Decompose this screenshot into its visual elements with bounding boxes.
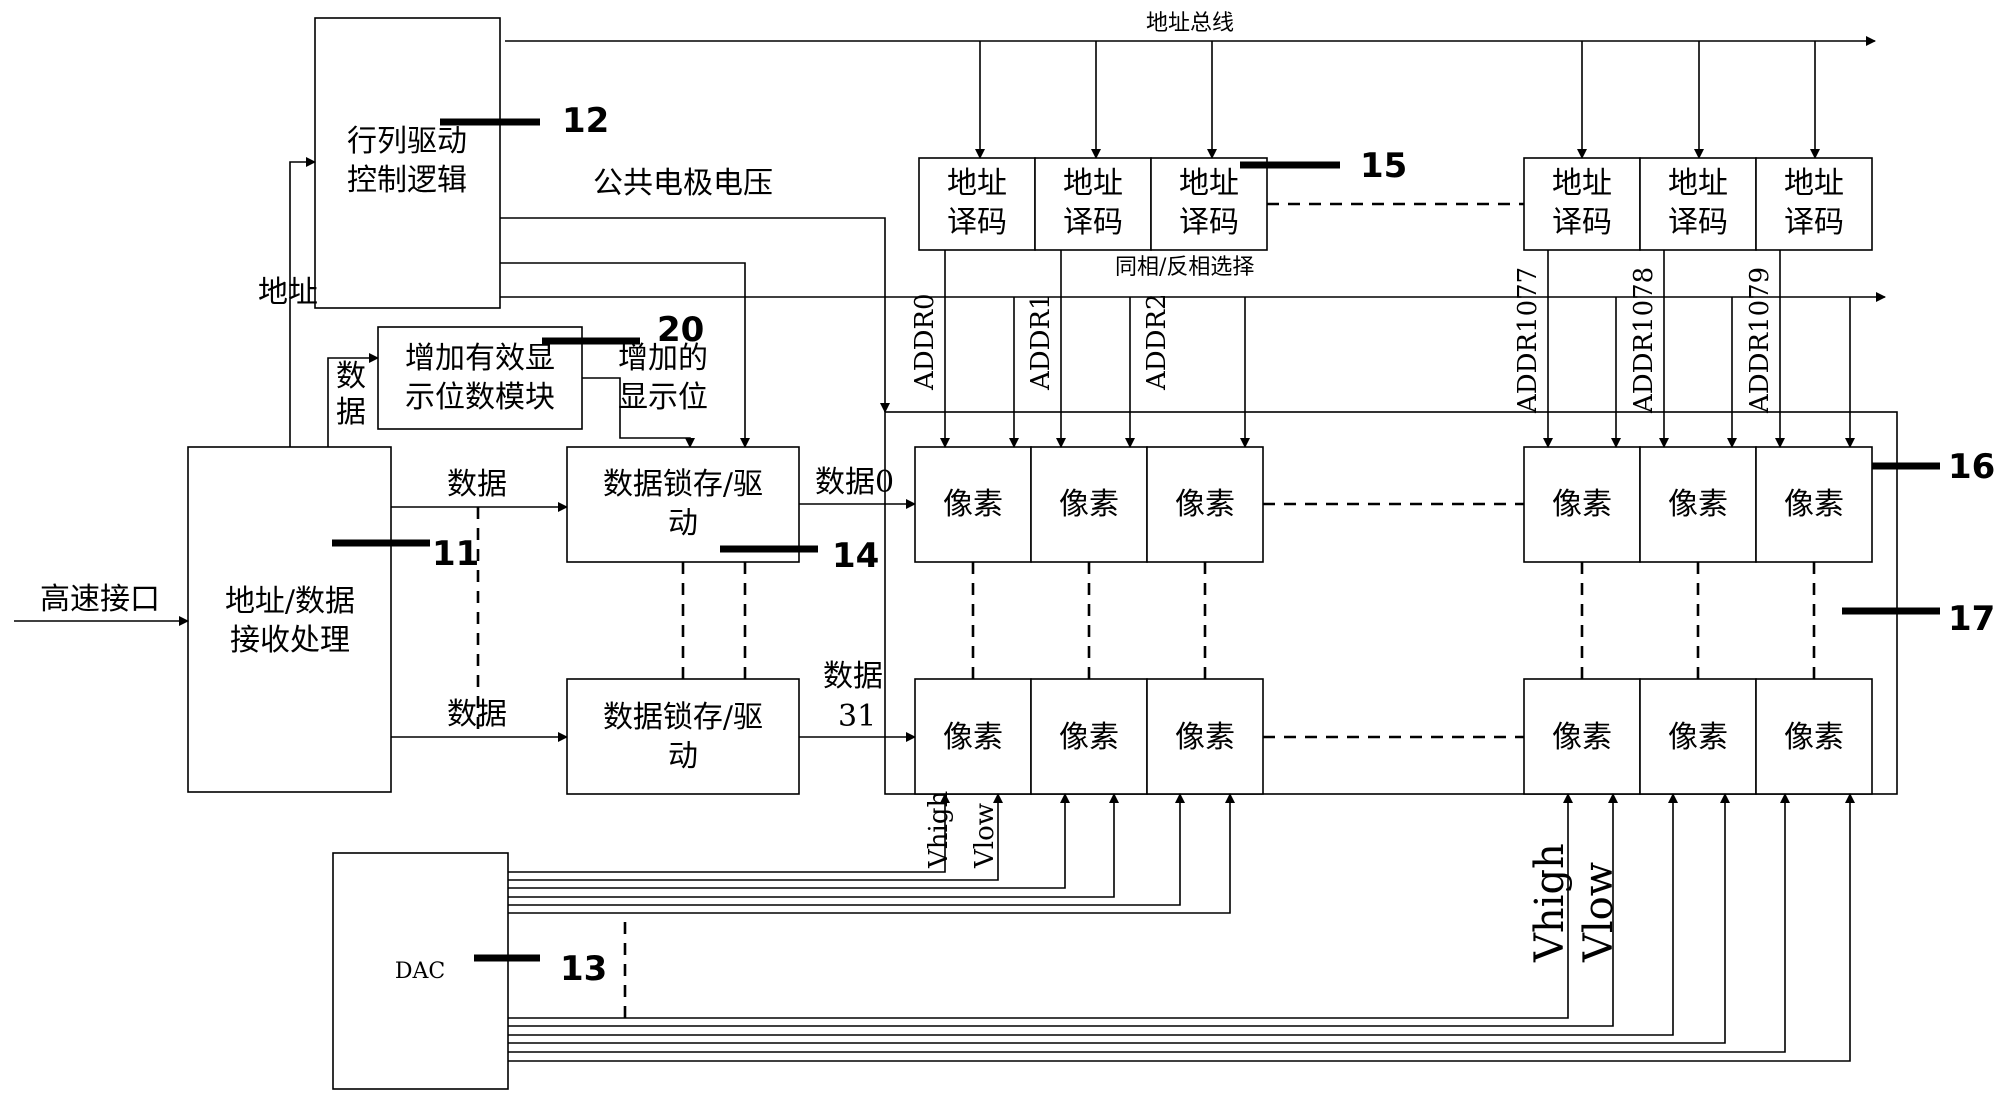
addr2-label: ADDR2 (1142, 293, 1172, 391)
decoder-line2: 译码 (947, 205, 1007, 240)
address-data-receiver-block: 地址/数据 接收处理 11 (187, 446, 479, 793)
receiver-line2: 接收处理 (230, 623, 350, 658)
pixel-label: 像素 (1784, 720, 1844, 755)
dac-output-bus-lower (508, 793, 1855, 1062)
decoder-line2: 译码 (1668, 205, 1728, 240)
pixel-label: 像素 (1175, 720, 1235, 755)
row-col-driver-line1: 行列驱动 (347, 124, 467, 159)
decoder-line2: 译码 (1179, 205, 1239, 240)
driver-to-latch-line (500, 262, 750, 448)
latch-lower-line1: 数据锁存/驱 (603, 700, 763, 735)
pixel-label: 像素 (1552, 487, 1612, 522)
data-v-line1: 数 (336, 359, 366, 394)
data0-label: 数据0 (815, 465, 894, 500)
row-col-driver-line2: 控制逻辑 (347, 163, 467, 198)
addr-line-labels: ADDR0 ADDR1 ADDR2 ADDR1077 ADDR1078 ADDR… (910, 267, 1775, 414)
callout-11: 11 (432, 534, 479, 574)
common-electrode-label: 公共电极电压 (593, 166, 773, 201)
pixel-label: 像素 (1175, 487, 1235, 522)
pixel-label: 像素 (943, 487, 1003, 522)
pixel-array: 16 17 (884, 411, 1995, 795)
high-speed-interface: 高速接口 (14, 582, 189, 626)
pixel-row-upper-right: 像素 像素 像素 (1523, 446, 1873, 563)
pixel-label: 像素 (1784, 487, 1844, 522)
added-bits-line2: 显示位 (618, 380, 708, 415)
address-decoders-left: 地址 译码 地址 译码 地址 译码 15 (918, 146, 1407, 251)
dac-block: DAC 13 (332, 852, 627, 1090)
phase-select-bus: 同相/反相选择 (500, 255, 1886, 448)
decoder-line2: 译码 (1063, 205, 1123, 240)
decoder-line1: 地址 (947, 166, 1007, 201)
data-latch-lower: 数据锁存/驱 动 (566, 678, 800, 795)
addr1078-label: ADDR1078 (1629, 267, 1659, 414)
address-bus: 地址总线 (505, 11, 1876, 159)
pixel-label: 像素 (1059, 720, 1119, 755)
added-bits-module-line2: 示位数模块 (405, 380, 555, 415)
phase-select-label: 同相/反相选择 (1115, 255, 1254, 280)
callout-14: 14 (832, 536, 879, 576)
decoder-line1: 地址 (1784, 166, 1844, 201)
data-latch-upper: 数据锁存/驱 动 14 (566, 446, 879, 576)
addr0-label: ADDR0 (910, 293, 940, 391)
addr1077-label: ADDR1077 (1513, 267, 1543, 414)
decoder-line2: 译码 (1552, 205, 1612, 240)
address-decoders-right: 地址 译码 地址 译码 地址 译码 (1523, 157, 1873, 251)
added-bits-line1: 增加的 (618, 341, 708, 376)
added-bits-module-line1: 增加有效显 (405, 341, 555, 376)
vlow-label-small: Vlow (970, 803, 1000, 869)
callout-16: 16 (1948, 447, 1995, 487)
vhigh-label-large: Vhigh (1527, 843, 1573, 963)
data31-line2: 31 (838, 699, 876, 734)
pixel-label: 像素 (1552, 720, 1612, 755)
latch-lower-line2: 动 (668, 739, 698, 774)
callout-13: 13 (560, 949, 607, 989)
data-v-line2: 据 (336, 395, 366, 430)
decoder-output-lines (940, 250, 1785, 448)
address-label: 地址 (258, 275, 318, 310)
dac-label: DAC (395, 959, 445, 984)
decoder-line2: 译码 (1784, 205, 1844, 240)
address-path: 地址 (258, 157, 318, 447)
data-to-module-path: 数 据 (327, 353, 379, 447)
common-electrode-path: 公共电极电压 (500, 166, 890, 413)
address-bus-label: 地址总线 (1146, 11, 1234, 36)
receiver-to-latch-paths: 数据 数据 (391, 467, 568, 742)
vhigh-label-small: Vhigh (924, 791, 954, 869)
data31-line1: 数据 (823, 659, 883, 694)
addr1-label: ADDR1 (1026, 293, 1056, 391)
pixel-label: 像素 (943, 720, 1003, 755)
pixel-label: 像素 (1059, 487, 1119, 522)
callout-15: 15 (1360, 146, 1407, 186)
addr1079-label: ADDR1079 (1745, 267, 1775, 414)
callout-17: 17 (1948, 599, 1995, 639)
row-col-driver-block: 行列驱动 控制逻辑 12 (314, 17, 609, 309)
vlow-label-large: Vlow (1576, 862, 1622, 963)
decoder-line1: 地址 (1179, 166, 1239, 201)
pixel-label: 像素 (1668, 487, 1728, 522)
pixel-label: 像素 (1668, 720, 1728, 755)
decoder-line1: 地址 (1668, 166, 1728, 201)
pixel-row-lower-left: 像素 像素 像素 (914, 678, 1264, 795)
pixel-column-dashes (971, 562, 1816, 679)
callout-20: 20 (657, 310, 704, 350)
latch-output-paths: 数据0 数据 31 (799, 465, 916, 742)
latch-upper-line2: 动 (668, 506, 698, 541)
latch-upper-line1: 数据锁存/驱 (603, 467, 763, 502)
added-bits-module: 增加有效显 示位数模块 20 增加的 显示位 (377, 310, 708, 448)
data-label-upper: 数据 (447, 467, 507, 502)
pixel-row-lower-right: 像素 像素 像素 (1523, 678, 1873, 795)
high-speed-label: 高速接口 (40, 582, 160, 617)
voltage-labels: Vhigh Vlow Vhigh Vlow (924, 791, 1622, 963)
decoder-line1: 地址 (1063, 166, 1123, 201)
callout-12: 12 (562, 101, 609, 141)
receiver-line1: 地址/数据 (225, 584, 355, 619)
dac-output-bus-upper (508, 793, 1235, 914)
pixel-row-upper-left: 像素 像素 像素 (914, 446, 1264, 563)
decoder-line1: 地址 (1552, 166, 1612, 201)
